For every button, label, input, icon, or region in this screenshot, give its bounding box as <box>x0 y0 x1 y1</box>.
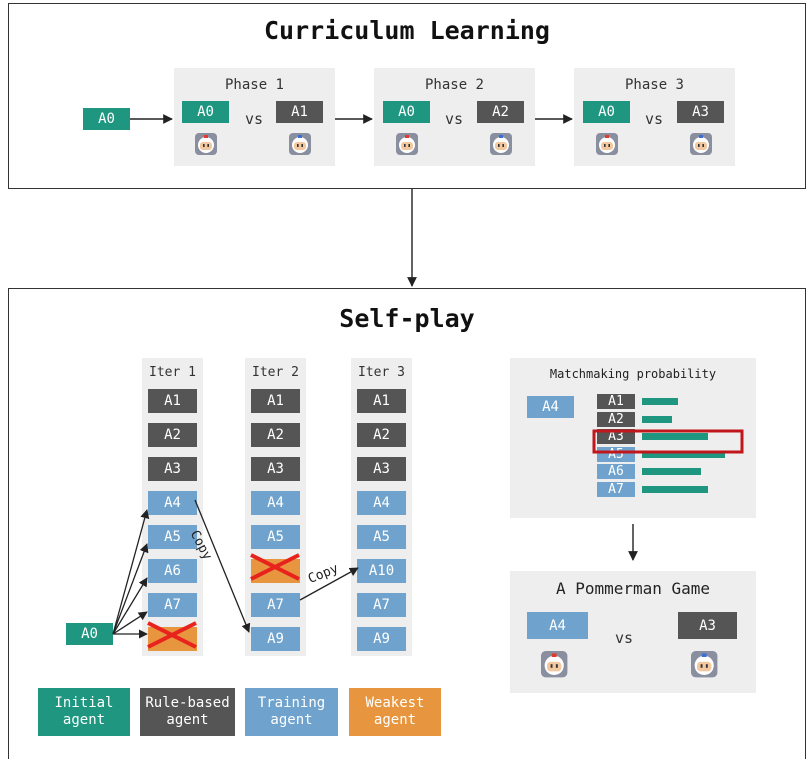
copy-arrow-2 <box>299 567 359 601</box>
legend-weakest-line2: agent <box>373 712 417 728</box>
matchmaking-opponent: A5 <box>597 446 635 462</box>
iter-2-agent <box>251 559 300 583</box>
legend-rule-line2: agent <box>166 712 209 728</box>
remove-cross-icon <box>147 621 197 649</box>
selfplay-start-agent: A0 <box>66 623 113 645</box>
phase-2-vs: vs <box>444 110 464 128</box>
bomberman-icon <box>541 651 568 678</box>
iter-1-agent <box>148 627 197 651</box>
iter-1-agent: A2 <box>148 423 197 447</box>
legend-training: Training agent <box>245 688 338 736</box>
game-title: A Pommerman Game <box>555 579 711 598</box>
iter-2-agent: A3 <box>251 457 300 481</box>
bomberman-icon <box>596 133 618 155</box>
phase-3-vs: vs <box>644 110 664 128</box>
iter-2-agent: A5 <box>251 525 300 549</box>
matchmaking-opponent: A2 <box>597 411 635 427</box>
iter-2-agent: A1 <box>251 389 300 413</box>
iter-1-label: Iter 1 <box>149 365 196 380</box>
copy-arrow-1 <box>194 499 251 633</box>
matchmaking-opponent: A1 <box>597 394 635 409</box>
phase-1-vs: vs <box>244 110 264 128</box>
init-arrow-a7 <box>112 611 148 635</box>
game-vs: vs <box>614 629 634 647</box>
init-arrow-a6 <box>112 577 148 635</box>
iter-3-agent: A9 <box>357 627 406 651</box>
iter-3-agent: A4 <box>357 491 406 515</box>
iter-3-agent: A2 <box>357 423 406 447</box>
matchmaking-opponent: A3 <box>597 429 635 444</box>
iter-3-agent: A5 <box>357 525 406 549</box>
matchmaking-prob-bar <box>642 433 708 440</box>
phase-1-right-agent: A1 <box>276 101 323 123</box>
bomberman-icon <box>195 133 217 155</box>
matchmaking-title: Matchmaking probability <box>549 367 717 381</box>
iter-2-agent: A9 <box>251 627 300 651</box>
legend-initial-line2: agent <box>62 712 106 728</box>
curriculum-start-agent: A0 <box>83 108 130 130</box>
matchmaking-prob-bar <box>642 415 672 423</box>
phase-3-right-agent: A3 <box>677 101 724 123</box>
legend-initial: Initial agent <box>38 688 130 736</box>
iter-1-agent: A5 <box>148 525 197 549</box>
iter-3-agent: A10 <box>357 559 406 583</box>
init-arrow-a5 <box>112 543 149 635</box>
legend-weakest: Weakest agent <box>349 688 441 736</box>
bomberman-icon <box>289 133 311 155</box>
game-left-agent: A4 <box>527 612 588 639</box>
phase-2-right-agent: A2 <box>477 101 524 123</box>
iter-3-agent: A3 <box>357 457 406 481</box>
bomberman-icon <box>490 133 512 155</box>
iter-1-agent: A1 <box>148 389 197 413</box>
legend-rule-based: Rule-based agent <box>140 688 235 736</box>
iter-2-agent: A4 <box>251 491 300 515</box>
iter-1-agent: A3 <box>148 457 197 481</box>
legend-initial-line1: Initial <box>54 695 114 711</box>
matchmaking-opponent: A7 <box>597 481 635 497</box>
iter-1-agent: A7 <box>148 593 197 617</box>
remove-cross-icon <box>250 553 300 581</box>
legend-weakest-line1: Weakest <box>365 695 425 711</box>
legend-rule-line1: Rule-based <box>145 695 230 711</box>
matchmaking-agent: A4 <box>527 396 574 418</box>
phase-2-label: Phase 2 <box>424 77 484 93</box>
iter-3-agent: A1 <box>357 389 406 413</box>
game-right-agent: A3 <box>678 612 737 639</box>
phase-1-label: Phase 1 <box>224 77 284 93</box>
matchmaking-opponent: A6 <box>597 464 635 479</box>
matchmaking-prob-bar <box>642 450 725 458</box>
bomberman-icon <box>396 133 418 155</box>
matchmaking-prob-bar <box>642 398 679 405</box>
iter-1-agent: A4 <box>148 491 197 515</box>
phase-1-left-agent: A0 <box>182 101 229 123</box>
iter-2-agent: A7 <box>251 593 300 617</box>
phase-3-left-agent: A0 <box>583 101 630 123</box>
matchmaking-prob-bar <box>642 485 708 493</box>
phase-2-left-agent: A0 <box>383 101 430 123</box>
iter-3-label: Iter 3 <box>358 365 405 380</box>
init-arrow-a4 <box>112 509 150 635</box>
iter-2-agent: A2 <box>251 423 300 447</box>
legend-training-line1: Training <box>257 695 326 711</box>
iter-2-label: Iter 2 <box>252 365 299 380</box>
matchmaking-prob-bar <box>642 468 702 475</box>
phase-3-label: Phase 3 <box>624 77 684 93</box>
selfplay-title: Self-play <box>339 304 475 333</box>
legend-training-line2: agent <box>270 712 313 728</box>
bomberman-icon <box>691 651 718 678</box>
iter-3-agent: A7 <box>357 593 406 617</box>
bomberman-icon <box>690 133 712 155</box>
iter-1-agent: A6 <box>148 559 197 583</box>
selected-opponent-box <box>592 429 744 454</box>
curriculum-title: Curriculum Learning <box>264 16 550 45</box>
